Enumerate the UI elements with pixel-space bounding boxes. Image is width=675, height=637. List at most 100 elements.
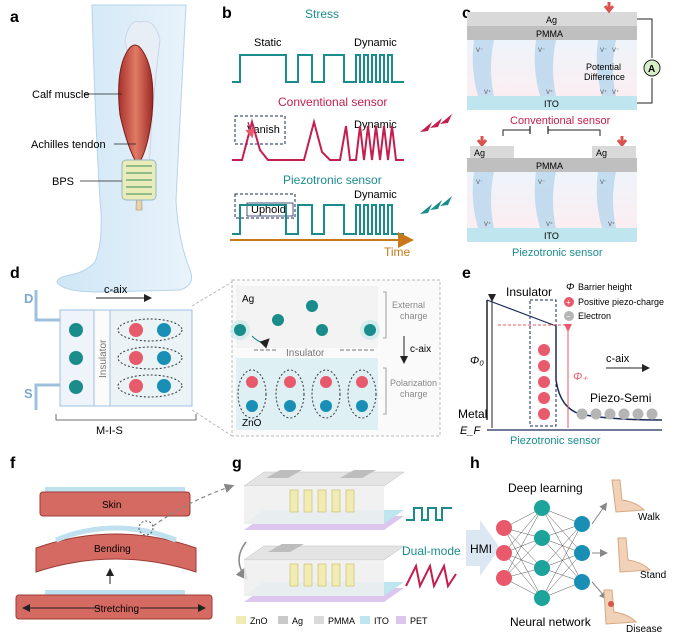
legend-ito: ITO	[374, 616, 389, 626]
e-positive-charges	[538, 344, 550, 420]
c-bottom-ag-right-label: Ag	[596, 148, 607, 158]
svg-text:V⁻: V⁻	[538, 180, 545, 186]
stress-static-label: Static	[254, 37, 282, 49]
panel-b: b Stress Static Dynamic Conventional sen…	[222, 5, 452, 259]
c-bottom-pmma-label: PMMA	[536, 161, 563, 171]
metal-electrons	[69, 323, 83, 394]
legend-swatch-zno	[236, 616, 246, 624]
panel-h: h HMI Deep learning Neural network Walk	[466, 455, 666, 635]
legend-zno: ZnO	[250, 616, 268, 626]
static-signal	[406, 507, 452, 521]
c-top-ito-label: ITO	[544, 99, 559, 109]
c-bottom-press-arrow-left	[476, 136, 488, 148]
external-charge-line2: charge	[400, 311, 428, 321]
panel-letter-d: d	[10, 265, 20, 282]
zoom-insulator-label: Insulator	[286, 348, 325, 359]
svg-text:V⁻: V⁻	[476, 180, 483, 186]
legend-swatch-pet	[396, 616, 406, 624]
c-top-ag-layer	[467, 12, 637, 26]
semiconductor-block	[109, 309, 193, 407]
conventional-dynamic-label: Dynamic	[354, 119, 397, 131]
e-piezo-semi-label: Piezo-Semi	[590, 391, 651, 405]
nn-edges	[503, 507, 583, 599]
panel-a: a Calf muscle Achilles tendon BPS	[10, 4, 193, 293]
panel-letter-b: b	[222, 5, 232, 22]
stress-title: Stress	[305, 7, 339, 21]
uphold-label: Uphold	[251, 204, 286, 216]
c-bottom-vminus-group: V⁻ V⁻ V⁻	[476, 180, 607, 186]
zoom-dipoles	[237, 369, 377, 419]
device-stack-1	[243, 470, 405, 530]
e-barrier-top	[486, 299, 557, 327]
c-bottom-circuit	[502, 129, 601, 136]
panel-e: e Insulator Φ₀ Φ₊ c-aix Piezo-Semi Metal…	[458, 265, 664, 447]
charge-brackets	[383, 291, 387, 415]
uphold-inner-box	[246, 202, 294, 217]
h-arrow-disease	[591, 581, 608, 600]
panel-letter-h: h	[470, 455, 480, 472]
c-bottom-ag-left-label: Ag	[474, 148, 485, 158]
legend-swatch-ag	[278, 616, 288, 624]
svg-text:V⁺: V⁺	[546, 89, 553, 96]
dipole-pairs	[117, 318, 183, 398]
c-top-potential: Potential	[586, 62, 621, 72]
ammeter-icon	[643, 59, 661, 77]
c-top-press-arrow	[603, 2, 615, 14]
hmi-label: HMI	[470, 542, 492, 556]
stress-trace	[232, 54, 404, 83]
g-transition-arrow	[235, 541, 248, 581]
c-top-ito-layer	[467, 96, 637, 110]
svg-text:V⁻: V⁻	[538, 48, 545, 54]
time-label: Time	[384, 245, 411, 259]
disease-marker	[608, 601, 614, 607]
uphold-box	[234, 193, 296, 219]
nn-input-layer	[496, 520, 512, 586]
e-phi0-label: Φ₀	[470, 355, 484, 367]
legend-text-electron: Electron	[578, 311, 611, 321]
panel-letter-a: a	[10, 9, 19, 26]
c-top-caption: Conventional sensor	[510, 115, 611, 127]
e-legend: Φ Barrier height + Positive piezo-charge…	[564, 282, 664, 321]
legend-text-barrier: Barrier height	[578, 282, 633, 292]
zoom-zno-region	[236, 358, 378, 430]
electron-drift-arrow	[251, 335, 270, 349]
c-top-nanowires	[472, 40, 616, 96]
c-bottom-ag-left	[470, 146, 514, 158]
svg-text:V⁻: V⁻	[600, 180, 607, 186]
legend-ag: Ag	[292, 616, 303, 626]
dual-mode-label: Dual-mode	[402, 544, 461, 558]
e-insulator-label: Insulator	[506, 285, 552, 299]
zoom-caxis-label: c-aix	[410, 344, 431, 355]
external-electrons	[230, 300, 380, 340]
dynamic-signal	[405, 562, 457, 590]
svg-text:V⁻: V⁻	[612, 48, 619, 54]
legend-text-piezo: Positive piezo-charge	[578, 297, 664, 307]
e-caxis-label: c-aix	[606, 353, 630, 365]
e-metal-label: Metal	[458, 407, 487, 421]
zoom-ag-label: Ag	[242, 294, 254, 305]
h-arrow-walk	[591, 502, 608, 525]
external-charge-line1: External	[392, 300, 425, 310]
label-skin: Skin	[102, 500, 121, 511]
panel-f: f Skin Bending Stretching	[10, 455, 235, 620]
d-caxis-label: c-aix	[104, 284, 128, 296]
label-achilles-tendon: Achilles tendon	[31, 139, 106, 151]
drain-label: D	[24, 291, 33, 306]
panel-letter-f: f	[10, 455, 16, 472]
panel-g: g ZnO Ag	[232, 455, 461, 626]
e-phi-plus-label: Φ₊	[573, 371, 588, 383]
stress-dynamic-label: Dynamic	[354, 37, 397, 49]
f-to-g-arrow	[152, 483, 235, 527]
c-bottom-press-arrow-right	[616, 136, 628, 148]
f-bending-sensor	[55, 525, 177, 543]
e-ef-label: E_F	[460, 425, 481, 437]
svg-text:V⁻: V⁻	[476, 48, 483, 54]
device-stack-2	[243, 544, 405, 602]
label-stretching: Stretching	[94, 604, 139, 615]
g-legend: ZnO Ag PMMA ITO PET	[236, 616, 428, 626]
ammeter-label: A	[648, 64, 655, 75]
output-walk: Walk	[638, 512, 661, 523]
legend-pet: PET	[410, 616, 428, 626]
stretching-slab	[15, 594, 213, 620]
c-bottom-ag-right	[592, 146, 636, 158]
